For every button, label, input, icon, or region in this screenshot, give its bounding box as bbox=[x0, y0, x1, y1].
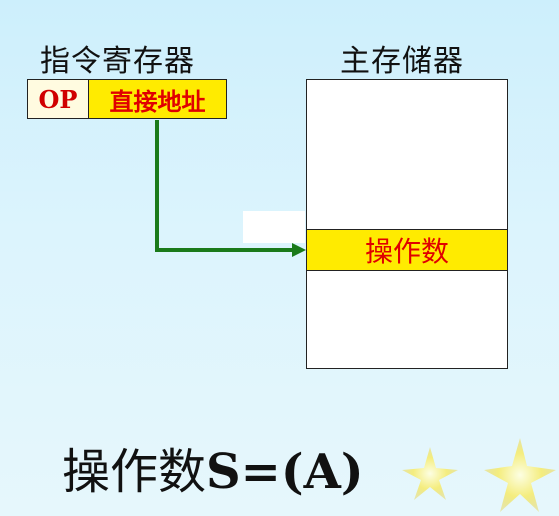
instruction-register-label: 指令寄存器 bbox=[40, 44, 195, 79]
instruction-register: OP 直接地址 bbox=[27, 79, 227, 119]
operand-cell: 操作数 bbox=[306, 229, 508, 271]
star-icon bbox=[402, 447, 458, 500]
white-patch bbox=[243, 211, 305, 243]
opcode-field: OP bbox=[28, 80, 89, 118]
operand-formula: 操作数S=(A) bbox=[62, 432, 364, 502]
main-memory-label: 主存储器 bbox=[340, 44, 464, 79]
star-icon bbox=[484, 438, 556, 512]
arrow-line bbox=[155, 120, 296, 252]
formula-expression: S=(A) bbox=[206, 444, 364, 500]
arrow-head bbox=[292, 243, 306, 257]
direct-address-field: 直接地址 bbox=[89, 80, 226, 118]
main-memory-box bbox=[306, 79, 508, 369]
formula-chinese: 操作数 bbox=[62, 444, 207, 500]
